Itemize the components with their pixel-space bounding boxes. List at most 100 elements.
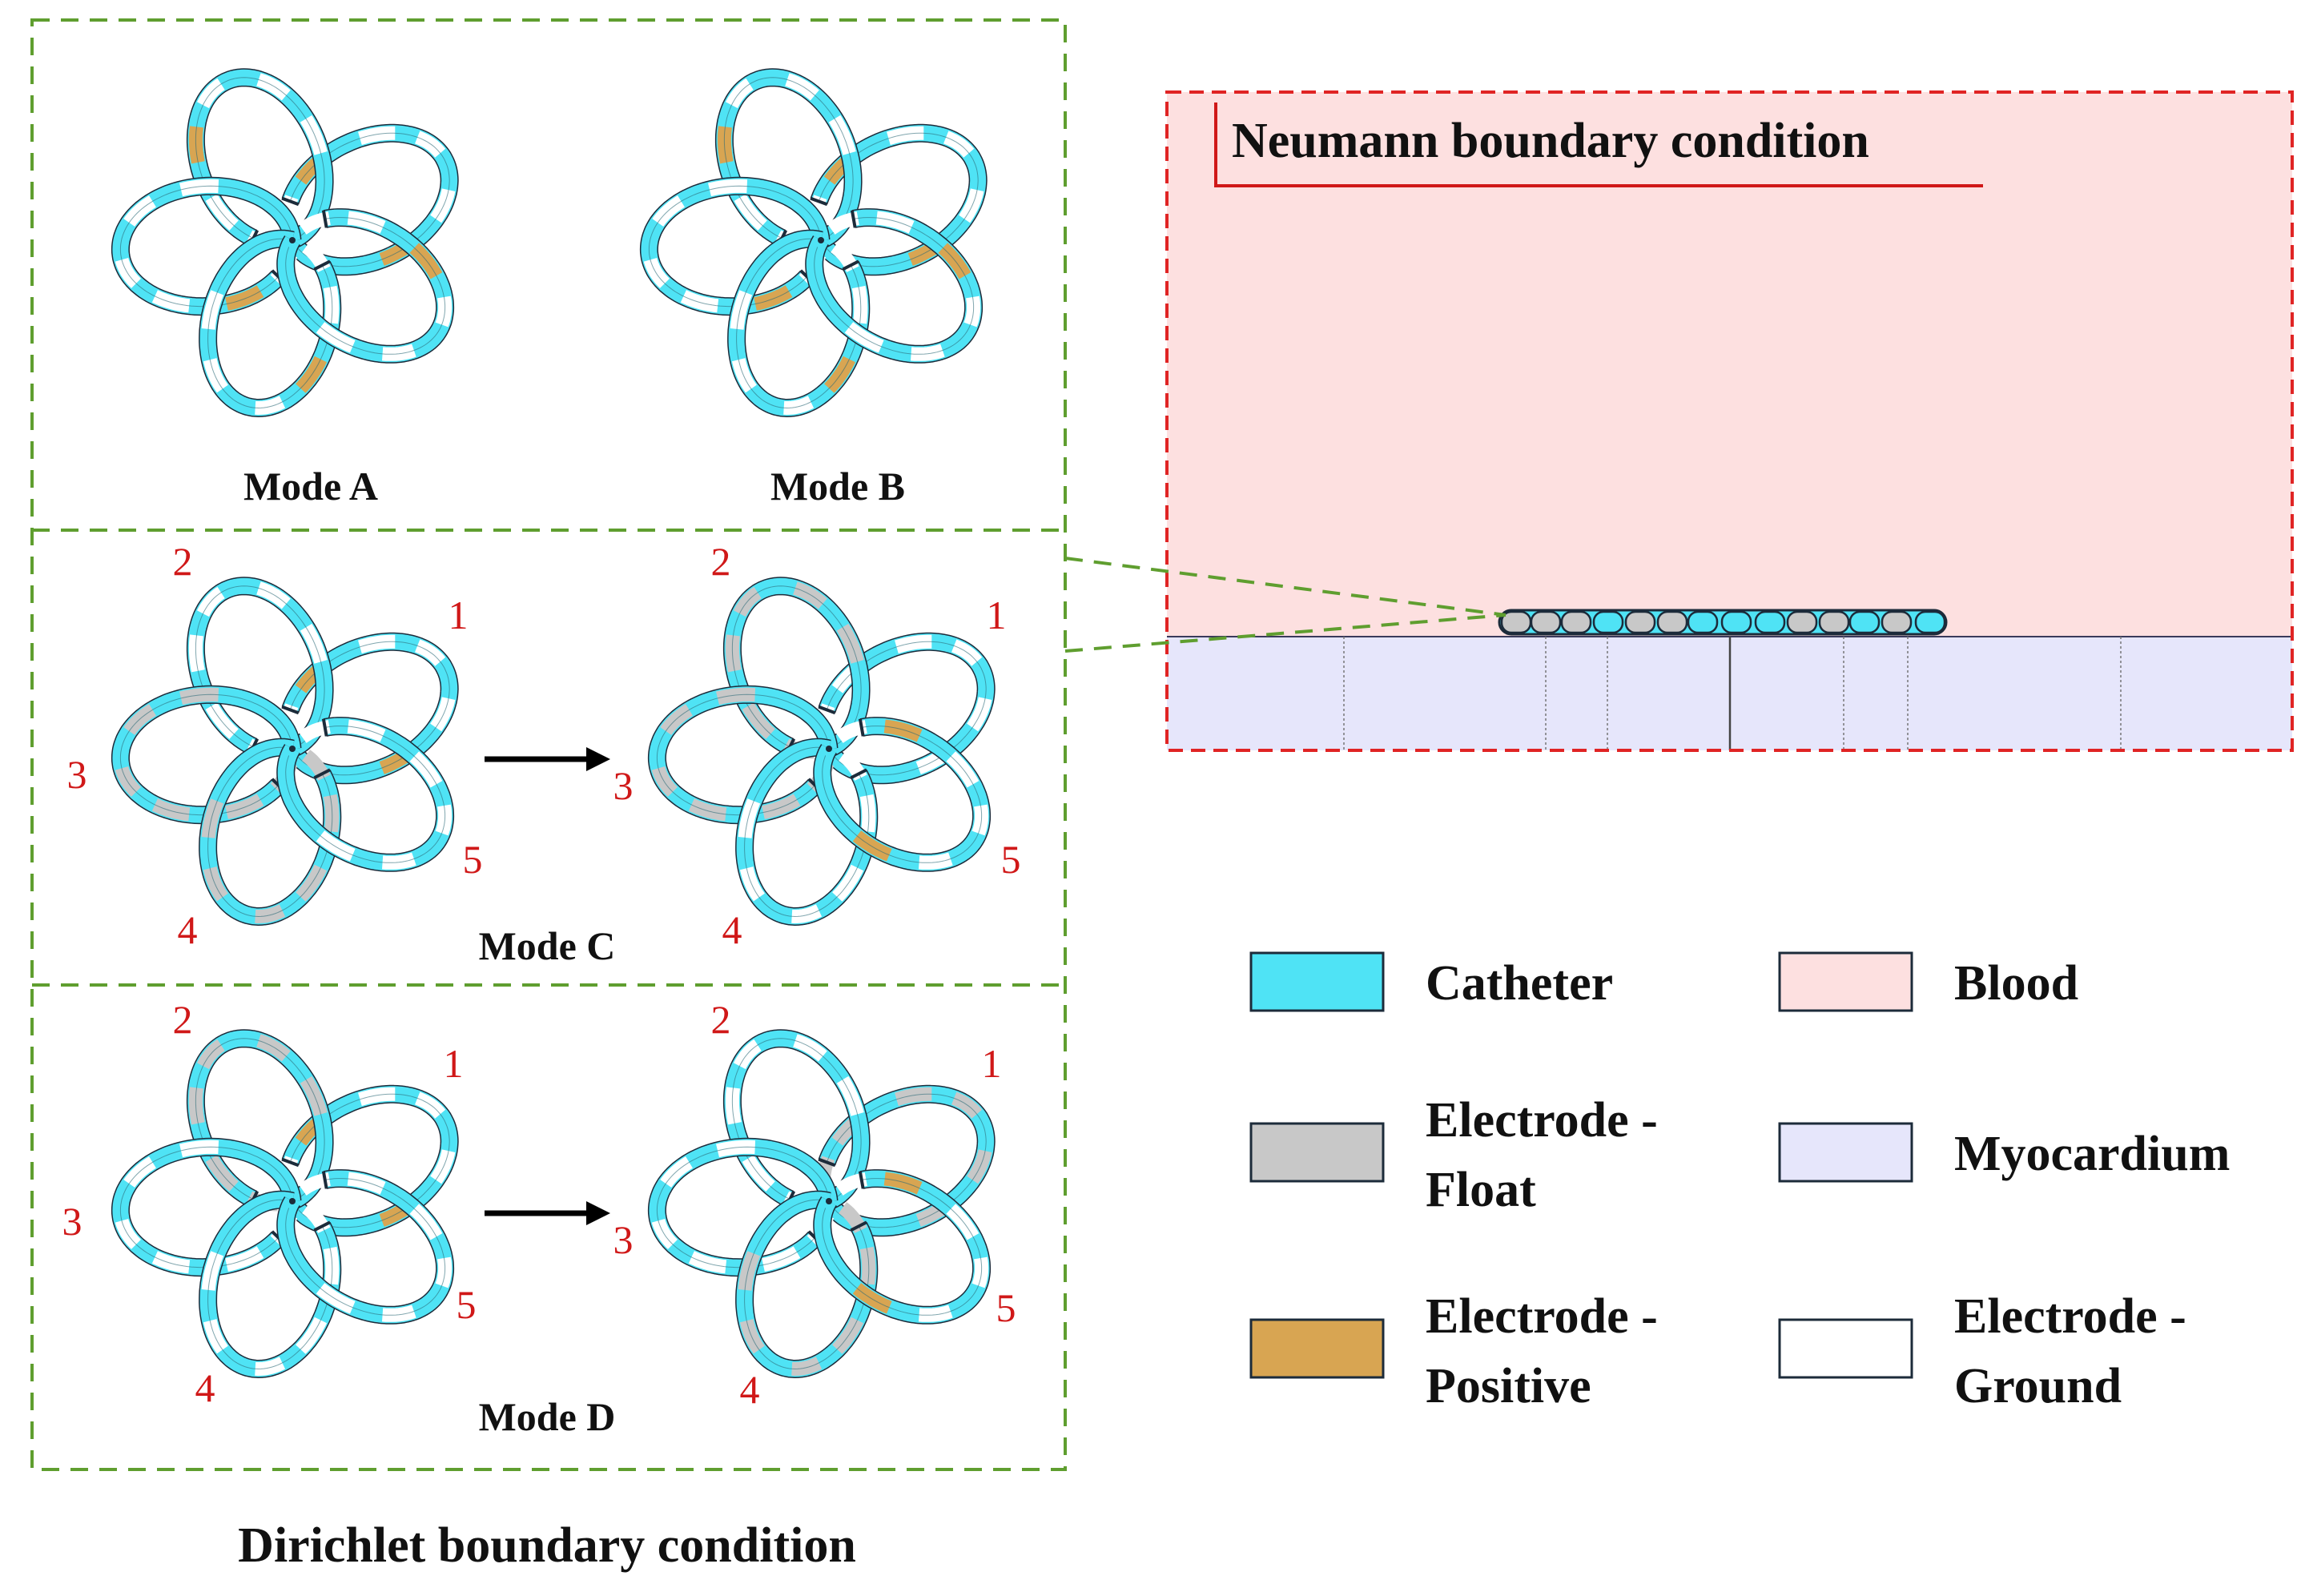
spline-centerline [818,132,979,267]
electrode-float [203,866,228,902]
legend-label-catheter: Catheter [1426,956,1613,1011]
cross-section-catheter-segment [1754,610,1786,634]
cross-section-catheter-segment [1720,610,1752,634]
catheter-hub [818,237,824,243]
spline-tip [321,1171,328,1189]
catheter-hub [289,1198,296,1204]
cross-section-electrode [1560,610,1592,634]
dirichlet-caption: Dirichlet boundary condition [238,1518,856,1573]
cross-section-catheter-segment [1592,610,1624,634]
spline-centerline [285,1178,446,1316]
catheter-mode-c-after [647,577,996,926]
spline-number-5: 5 [457,1282,477,1327]
mode-d-label: Mode D [479,1394,616,1439]
spline-centerline [826,1093,987,1228]
spline-number-1: 1 [982,1041,1002,1086]
spline-tip [281,1157,300,1168]
spline-number-3: 3 [62,1199,82,1244]
mode-c-label: Mode C [479,923,616,968]
spline-1 [280,123,459,276]
spline-5 [805,208,984,364]
cross-section-electrode [1624,610,1656,634]
legend-swatch-float [1249,1122,1385,1183]
catheter-cross-section [1498,609,1948,636]
electrode-float [739,1319,765,1354]
legend-label-ground-line2: Ground [1954,1359,2122,1413]
spline-centerline [285,217,446,355]
spline-centerline [289,641,450,776]
legend-swatch-catheter [1249,951,1385,1012]
legend-label-positive: Electrode - [1426,1289,1658,1344]
spline-number-3: 3 [613,1217,634,1262]
spline-number-labels: 2 1 3 5 4 2 1 3 5 4 2 1 3 5 4 2 1 3 5 4 [62,539,1021,1412]
spline-number-4: 4 [195,1365,215,1410]
legend-label-float: Electrode - [1426,1093,1658,1148]
legend-swatch-ground [1778,1318,1913,1379]
spline-tip [818,1157,836,1168]
spline-number-2: 2 [173,997,193,1042]
spline-number-1: 1 [449,593,469,637]
spline-number-1: 1 [987,593,1007,637]
cross-section-electrode [1530,610,1562,634]
legend-label-blood: Blood [1954,956,2078,1011]
catheter-mode-b [639,68,988,417]
transition-arrows [485,747,610,1225]
spline-5 [276,208,455,364]
electrode-ground [203,358,228,393]
spline-tip [321,210,328,228]
spline-tip [313,768,331,780]
mode-a-label: Mode A [243,464,378,509]
spline-centerline [289,132,450,267]
zoom-lines [1064,557,1506,653]
dirichlet-boundary-box [30,18,1067,1471]
spline-number-5: 5 [996,1285,1016,1330]
blood-region [1167,92,2292,637]
spline-tip [810,196,828,207]
catheter-hub [826,746,832,752]
cross-section-catheter-segment [1687,610,1719,634]
spline-tip [842,259,859,271]
cross-section-electrode [1656,610,1688,634]
spline-number-4: 4 [722,907,742,952]
spline-tip [858,1171,865,1189]
spline-tip [313,1220,331,1232]
spline-centerline [822,726,983,863]
catheter-mode-c-before [111,577,459,926]
spline-5 [276,1169,455,1325]
neumann-boundary-box [1165,90,2294,752]
cross-section-catheter-segment [1848,610,1881,634]
legend-item-positive: Electrode -Positive [1249,1289,1658,1413]
spline-centerline [814,217,975,355]
mode-b-label: Mode B [770,464,905,509]
neumann-label-bracket [1214,103,1983,187]
spline-5 [813,717,992,872]
catheter-mode-a [111,68,459,417]
catheter-hub [289,746,296,752]
spline-tip [818,705,836,715]
spline-number-4: 4 [740,1367,760,1412]
dirichlet-panel [30,18,1067,1471]
spline-number-5: 5 [463,837,483,882]
arrow-mode-c [485,747,610,771]
spline-tip [850,1220,867,1232]
legend-label-myocardium: Myocardium [1954,1127,2230,1181]
electrode-ground [203,1319,228,1354]
spline-number-4: 4 [178,907,198,952]
spline-tip [850,768,867,780]
spline-number-2: 2 [711,997,731,1042]
legend-item-catheter: Catheter [1249,951,1613,1012]
legend-label-ground: Electrode - [1954,1289,2186,1344]
legend-item-myocardium: Myocardium [1778,1122,2230,1183]
catheter-mode-d-before [111,1029,459,1378]
neumann-caption: Neumann boundary condition [1232,114,1869,168]
spline-number-3: 3 [613,763,634,808]
spline-centerline [285,726,446,863]
spline-1 [817,632,996,785]
spline-tip [313,259,331,271]
cross-section-electrode [1881,610,1913,634]
spline-tip [321,718,328,737]
legend-swatch-myocardium [1778,1122,1913,1183]
spline-tip [850,210,857,228]
